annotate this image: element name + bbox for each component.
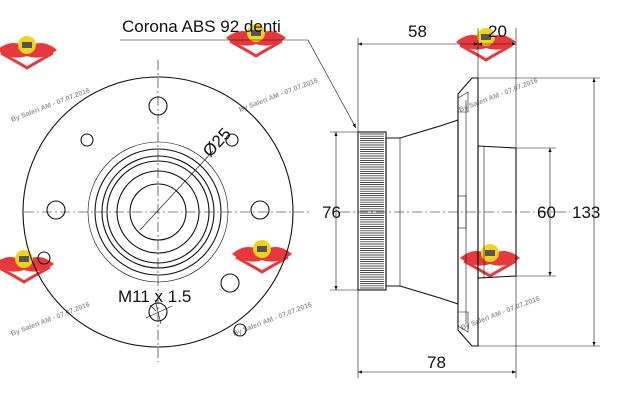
watermark-text: By Saleri AM - 07.07.2016 xyxy=(238,77,319,114)
watermark-text: By Saleri AM - 07.07.2016 xyxy=(10,301,91,338)
abs-ring-label: Corona ABS 92 denti xyxy=(122,17,281,36)
flange-stud xyxy=(457,91,469,113)
thread-label: M11 x 1.5 xyxy=(118,287,191,306)
stud-hole-threaded xyxy=(148,302,168,322)
stud-hole xyxy=(148,96,168,116)
dim-58-label: 58 xyxy=(408,22,427,41)
bore-diameter-line xyxy=(139,150,214,231)
watermark-logo xyxy=(0,34,59,70)
dim-20-label: 20 xyxy=(488,22,507,41)
hub-ring-2 xyxy=(101,155,215,269)
stud-hole xyxy=(46,200,66,220)
bore-diameter-label: Ø25 xyxy=(199,124,235,160)
watermark-logo xyxy=(230,238,294,274)
watermark-logo xyxy=(0,248,56,284)
hub-ring-4 xyxy=(116,170,200,254)
thread-hole-mark xyxy=(145,305,173,319)
flange-slot xyxy=(457,195,467,229)
front-view: Ø25 M11 x 1.5 xyxy=(22,60,312,362)
hub-ring-3 xyxy=(106,160,210,264)
bore-circle xyxy=(129,183,187,241)
abs-teeth xyxy=(360,133,384,289)
watermark-text: By Saleri AM - 07.07.2016 xyxy=(232,301,313,338)
dim-78-label: 78 xyxy=(427,353,446,372)
stud-hole xyxy=(220,273,240,293)
thread-hole-mark xyxy=(154,299,162,325)
bolt-circle xyxy=(87,141,229,283)
watermark-logo xyxy=(458,242,522,278)
dim-76-label: 76 xyxy=(322,203,341,222)
side-view: 58 20 76 60 133 78 xyxy=(322,22,600,378)
watermark-text: By Saleri AM - 07.07.2016 xyxy=(458,77,539,114)
watermark-layer: By Saleri AM - 07.07.2016 By Saleri AM -… xyxy=(0,22,541,338)
flange-stud xyxy=(457,311,469,333)
pilot-hole xyxy=(37,251,51,265)
dim-133-label: 133 xyxy=(572,203,600,222)
watermark-text: By Saleri AM - 07.07.2016 xyxy=(460,295,541,332)
abs-callout: Corona ABS 92 denti xyxy=(120,17,357,129)
pilot-hole xyxy=(225,133,239,147)
pilot-hole xyxy=(80,133,94,147)
flange-outline xyxy=(22,76,294,348)
dim-60-label: 60 xyxy=(537,203,556,222)
stud-hole xyxy=(250,200,270,220)
thread-leader xyxy=(149,304,157,312)
hub-outer-ring xyxy=(94,148,222,276)
pilot-hole xyxy=(233,323,247,337)
abs-leader xyxy=(307,39,357,129)
watermark-text: By Saleri AM - 07.07.2016 xyxy=(10,87,91,124)
